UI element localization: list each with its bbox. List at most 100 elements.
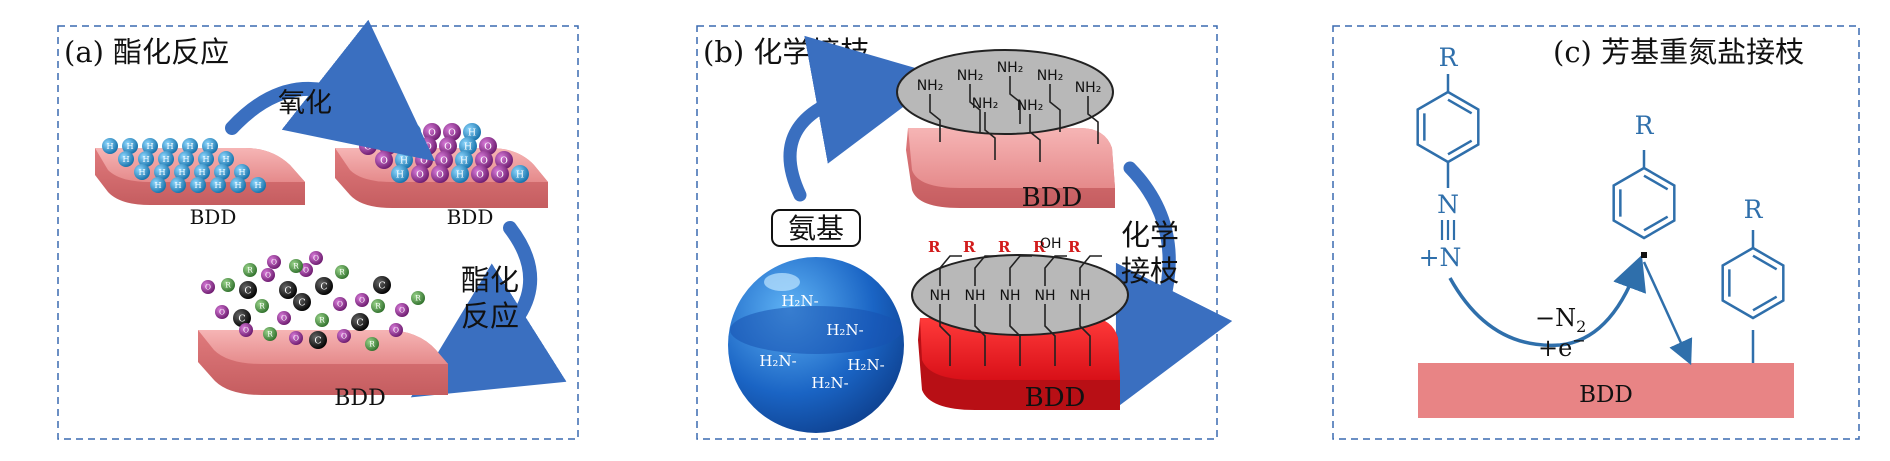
r-label: R	[1068, 238, 1081, 256]
hydrogen-atom: H	[134, 164, 150, 180]
surface-atom-label: H	[400, 155, 408, 166]
ester-atom-label: O	[293, 334, 299, 343]
surface-atom-label: O	[424, 141, 432, 152]
hydrogen-atom-label: H	[174, 180, 181, 190]
hydrogen-atom: H	[118, 151, 134, 167]
ester-atom: C	[351, 313, 369, 331]
alkyl-chain	[1029, 114, 1041, 162]
diazo-r-label: R	[1439, 43, 1459, 72]
hydrogen-atom-label: H	[206, 141, 213, 151]
ester-atom-label: O	[303, 266, 309, 275]
hydrogen-atom: H	[138, 151, 154, 167]
grafting-label-2: 接枝	[1121, 254, 1179, 288]
ester-atom: O	[337, 329, 351, 343]
surface-atom: H	[451, 165, 469, 183]
surface-atom-label: O	[384, 141, 392, 152]
surface-atom: O	[495, 151, 513, 169]
surface-atom-label: H	[456, 169, 464, 180]
surface-atom-label: O	[500, 155, 508, 166]
hydrogen-atom: H	[214, 164, 230, 180]
esterification-label-1: 酯化	[461, 263, 519, 297]
nh2-label: NH₂	[957, 68, 984, 84]
surface-atom-label: O	[484, 141, 492, 152]
ester-atom: R	[335, 265, 349, 279]
hydrogen-atom: H	[234, 164, 250, 180]
surface-atom: H	[391, 165, 409, 183]
alkyl-chain	[969, 84, 981, 132]
panel-a-frame	[57, 25, 579, 440]
hydrogen-atom: H	[142, 138, 158, 154]
grafted-aryl-ring	[1721, 230, 1785, 320]
amine-sphere	[728, 257, 904, 433]
surface-atom-label: O	[496, 169, 504, 180]
surface-atom: H	[463, 123, 481, 141]
surface-atom-label: O	[364, 141, 372, 152]
surface-atom-label: H	[396, 169, 404, 180]
ester-atom-label: C	[378, 280, 385, 291]
alkyl-chain	[984, 112, 996, 160]
surface-atom-label: O	[448, 127, 456, 138]
radical-r-label: R	[1635, 111, 1655, 140]
hydrogen-atom: H	[102, 138, 118, 154]
sphere-amine-label: H₂N-	[759, 352, 796, 370]
surface-atom-label: H	[348, 127, 356, 138]
hydrogen-atom-label: H	[234, 180, 241, 190]
radical-dot	[1641, 252, 1647, 258]
nh2-label: NH₂	[972, 96, 999, 112]
ester-atom: R	[371, 299, 385, 313]
carbonyl-bond	[1044, 255, 1067, 286]
ester-atom: O	[267, 255, 281, 269]
hydrogen-atom-label: H	[138, 167, 145, 177]
ester-atom-label: R	[369, 340, 375, 349]
surface-atom-label: O	[368, 127, 376, 138]
nh2-label: NH₂	[1075, 80, 1102, 96]
amine-layer	[896, 49, 1114, 135]
r-label: R	[1033, 238, 1046, 256]
hydrogen-atom-label: H	[122, 154, 129, 164]
hydrogen-atom: H	[154, 164, 170, 180]
r-label: R	[998, 238, 1011, 256]
grafted-r-label: R	[1744, 195, 1764, 224]
oxidation-label: 氧化	[278, 88, 332, 119]
surface-atom: O	[359, 137, 377, 155]
hydrogen-atom-label: H	[142, 154, 149, 164]
alkyl-chain	[1044, 304, 1056, 366]
ester-atom-label: O	[337, 300, 343, 309]
ester-atom: O	[261, 268, 275, 282]
nh2-label: NH₂	[1017, 98, 1044, 114]
grafting-arrow-right	[1115, 161, 1233, 409]
ester-atom-label: O	[359, 296, 365, 305]
surface-atom-label: H	[460, 155, 468, 166]
amine-box-label: 氨基	[788, 212, 844, 245]
slab-amine-label: BDD	[1022, 183, 1083, 213]
panel-c-title: (c) 芳基重氮盐接枝	[1553, 35, 1804, 69]
surface-atom: H	[343, 123, 361, 141]
surface-atom-label: O	[444, 141, 452, 152]
ester-atom-label: O	[399, 306, 405, 315]
reduction-arrow	[1448, 254, 1647, 348]
nh-label: NH	[1000, 288, 1021, 304]
surface-atom: O	[375, 151, 393, 169]
alkyl-chain	[1009, 76, 1021, 124]
slab-amine: BDD	[906, 128, 1115, 213]
hydrogen-atom-label: H	[238, 167, 245, 177]
ester-atom-label: C	[238, 313, 245, 324]
alkyl-chain	[929, 94, 941, 142]
nh-label: NH	[965, 288, 986, 304]
hydrogen-atom-label: H	[222, 154, 229, 164]
double-bond	[1752, 295, 1778, 312]
surface-atom-label: O	[416, 169, 424, 180]
panel-b-frame	[696, 25, 1218, 440]
nh-label: NH	[930, 288, 951, 304]
slab-amide-label: BDD	[1025, 383, 1086, 413]
surface-atom-label: H	[468, 127, 476, 138]
surface-atom-label: H	[404, 141, 412, 152]
ester-atom: C	[233, 309, 251, 327]
surface-atom-label: O	[420, 155, 428, 166]
panel-a-title: (a) 酯化反应	[64, 35, 229, 69]
ester-atom-label: O	[243, 326, 249, 335]
double-bond	[1447, 98, 1473, 115]
